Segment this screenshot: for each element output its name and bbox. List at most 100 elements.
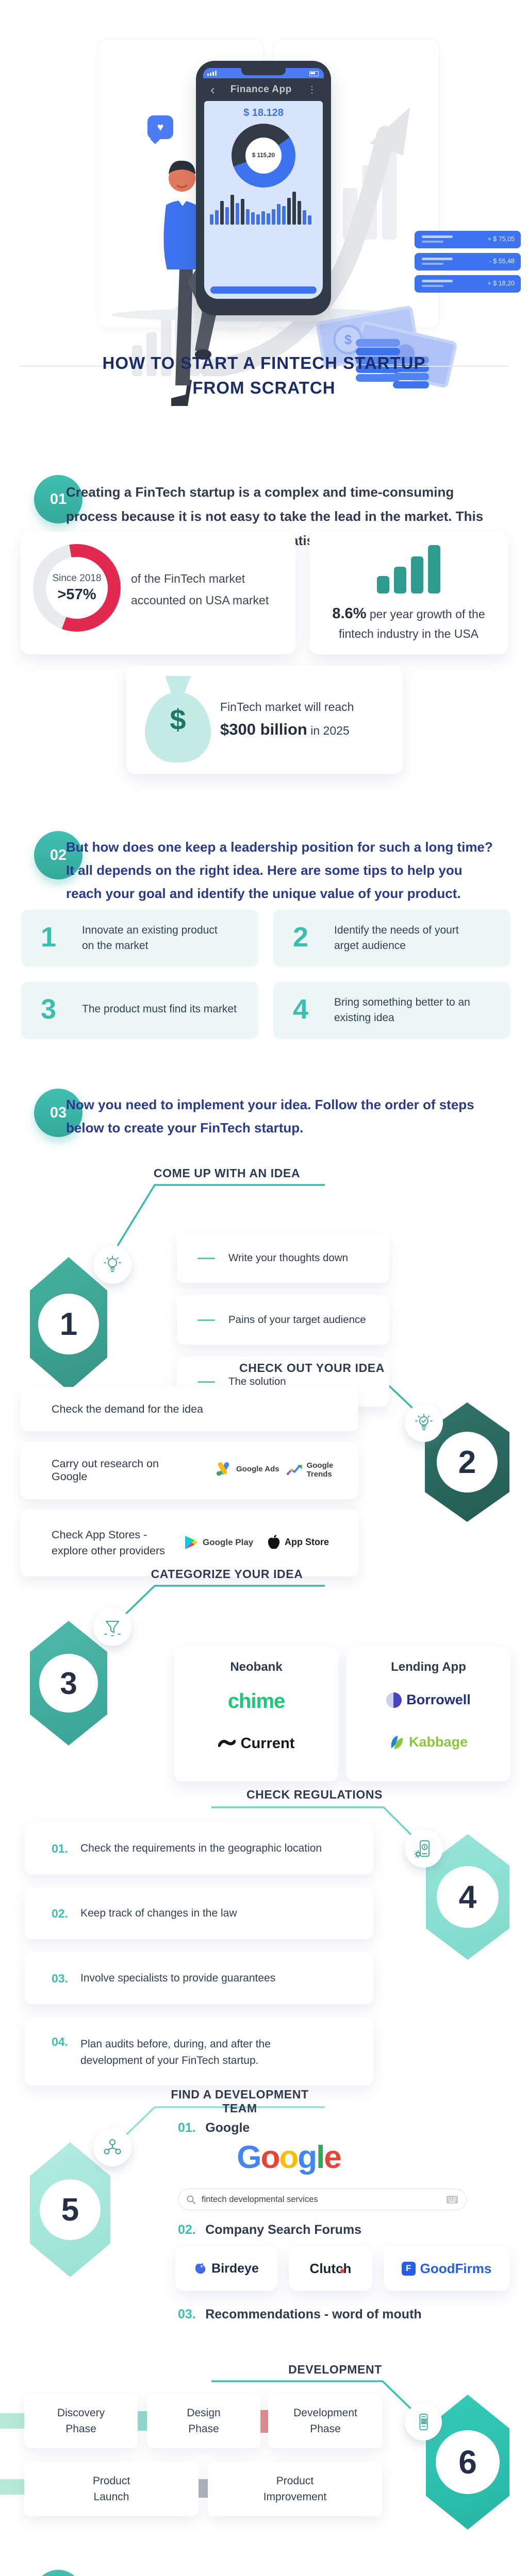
stat-card-usa-share: Since 2018 >57% of the FinTech market ac… <box>21 532 295 654</box>
stat-bars-icon <box>377 545 440 594</box>
money-bag-icon: $ <box>145 676 211 762</box>
phase-card-discovery: Discovery Phase <box>24 2394 138 2448</box>
stat-market-value: $300 billion <box>220 720 307 738</box>
check-idea-text: Check the demand for the idea <box>52 1402 204 1415</box>
phase-connector-red <box>260 2410 268 2433</box>
page-title: HOW TO START A FINTECH STARTUP FROM SCRA… <box>102 353 426 397</box>
search-icon <box>187 2195 195 2204</box>
back-icon: ‹ <box>210 82 215 97</box>
section-badge-02: 02 <box>34 831 82 879</box>
neobank-title: Neobank <box>230 1660 283 1674</box>
idea-item-text: Pains of your target audience <box>228 1314 366 1326</box>
regulation-text: Keep track of changes in the law <box>80 1907 237 1919</box>
transaction-row: + $ 18,20 <box>415 275 521 293</box>
regulation-text: Involve specialists to provide guarantee… <box>80 1972 276 1984</box>
section-badge-01: 01 <box>34 475 82 523</box>
stat-donut-since: Since 2018 <box>52 572 102 584</box>
tip-number: 4 <box>293 994 309 1025</box>
birdeye-label: Birdeye <box>211 2261 259 2276</box>
step-4-title: CHECK REGULATIONS <box>246 1788 383 1801</box>
transaction-row: + $ 75,05 <box>415 231 521 248</box>
phone-bar-chart <box>210 192 317 225</box>
phone-app-header: ‹ Finance App ⋮ <box>203 78 324 101</box>
phone-balance: $ 18.128 <box>243 107 284 118</box>
step-6-icon-circle <box>405 2403 442 2441</box>
step-4-hexagon: 4 <box>426 1834 509 1960</box>
transaction-amount: + $ 18,20 <box>487 280 515 287</box>
google-ads-logo: Google Ads <box>216 1461 279 1477</box>
regulation-text: Plan audits before, during, and after th… <box>80 2038 271 2066</box>
step-number: 1 <box>38 1294 99 1354</box>
stat-card-growth: 8.6% per year growth of the fintech indu… <box>309 532 508 654</box>
dash-icon <box>197 1381 215 1383</box>
dash-icon <box>197 1257 215 1259</box>
stat-card-market-size: $ FinTech market will reach $300 billion… <box>126 666 403 774</box>
stat-donut-desc: of the FinTech market accounted on USA m… <box>131 572 269 607</box>
coin-stack <box>356 339 400 382</box>
idea-item-text: The solution <box>228 1376 286 1387</box>
lightbulb-icon <box>104 1256 121 1272</box>
step-5-sub-recommendations: 03. Recommendations - word of mouth <box>178 2307 422 2321</box>
step-5-title: FIND A DEVELOPMENT TEAM <box>171 2088 309 2115</box>
phone-regulation-icon <box>414 1840 430 1858</box>
step-3-hexagon: 3 <box>30 1621 107 1745</box>
regulation-text: Check the requirements in the geographic… <box>80 1842 322 1854</box>
step-5-icon-circle <box>93 2128 131 2166</box>
check-idea-card-stores: Check App Stores - explore other provide… <box>21 1510 358 1577</box>
phase-card-launch: Product Launch <box>24 2462 199 2516</box>
goodfirms-icon: F <box>401 2261 416 2276</box>
growth-arrow <box>200 107 410 376</box>
clutch-card: Clutch <box>289 2246 372 2291</box>
team-icon <box>104 2139 121 2155</box>
phase-connector-gray <box>199 2479 208 2498</box>
stat-growth-value: 8.6% <box>332 605 367 622</box>
google-trends-icon <box>287 1465 302 1476</box>
kabbage-logo: Kabbage <box>346 1734 510 1750</box>
step-number: 5 <box>40 2179 101 2240</box>
edge-connector <box>0 2479 24 2495</box>
step-number: 3 <box>39 1654 98 1713</box>
kabbage-icon <box>391 1735 403 1749</box>
regulation-card: 01. Check the requirements in the geogra… <box>25 1823 373 1874</box>
check-idea-card-demand: Check the demand for the idea <box>21 1387 358 1431</box>
step-2-title: CHECK OUT YOUR IDEA <box>239 1361 385 1375</box>
regulation-number: 04. <box>52 2035 68 2048</box>
tip-card-4: 4 Bring something better to an existing … <box>273 981 510 1039</box>
tip-card-2: 2 Identify the needs of yourt arget audi… <box>273 909 510 967</box>
step-2-icon-circle <box>405 1404 443 1442</box>
regulation-card: 04. Plan audits before, during, and afte… <box>25 2018 373 2086</box>
dev-phone-icon <box>419 2413 428 2431</box>
hero-illustration: $ ♥ <box>0 0 528 406</box>
step-2-hexagon: 2 <box>425 1402 509 1522</box>
regulation-number: 01. <box>52 1841 68 1855</box>
stat-market-text: FinTech market will reach $300 billion i… <box>220 700 354 738</box>
tip-text: Innovate an existing product on the mark… <box>82 924 218 952</box>
keyboard-icon <box>447 2195 458 2204</box>
apple-icon <box>268 1535 280 1549</box>
search-query-text: fintech developmental services <box>202 2194 318 2204</box>
google-search-bar[interactable]: fintech developmental services <box>178 2189 467 2210</box>
google-play-icon <box>185 1536 197 1549</box>
edge-connector <box>0 2413 24 2429</box>
step-5-hexagon: 5 <box>30 2142 110 2277</box>
check-idea-card-research: Carry out research on Google Google Ads … <box>21 1442 358 1499</box>
step-3-title: CATEGORIZE YOUR IDEA <box>151 1567 303 1581</box>
clutch-label: Clutch <box>309 2260 352 2276</box>
phase-card-design: Design Phase <box>147 2394 260 2448</box>
idea-item-text: Write your thoughts down <box>228 1252 349 1264</box>
step-1-icon-circle <box>93 1246 131 1284</box>
step-5-sub-forums: 02. Company Search Forums <box>178 2223 362 2237</box>
regulation-number: 03. <box>52 1971 68 1985</box>
stat-donut-chart: Since 2018 >57% <box>33 544 121 632</box>
idea-item-card: Pains of your target audience <box>177 1295 389 1345</box>
idea-item-card: Write your thoughts down <box>177 1233 389 1283</box>
heart-bubble: ♥ <box>147 115 173 144</box>
section-02-text: But how does one keep a leadership posit… <box>66 839 493 901</box>
step-number: 4 <box>437 1866 499 1928</box>
birdeye-icon <box>195 2263 206 2274</box>
transaction-row: - $ 55,48 <box>415 253 521 270</box>
tip-text: Bring something better to an existing id… <box>334 996 470 1024</box>
tip-number: 1 <box>41 922 57 953</box>
lending-app-card: Lending App Borrowell Kabbage <box>346 1647 510 1782</box>
chime-logo: chime <box>227 1690 286 1713</box>
